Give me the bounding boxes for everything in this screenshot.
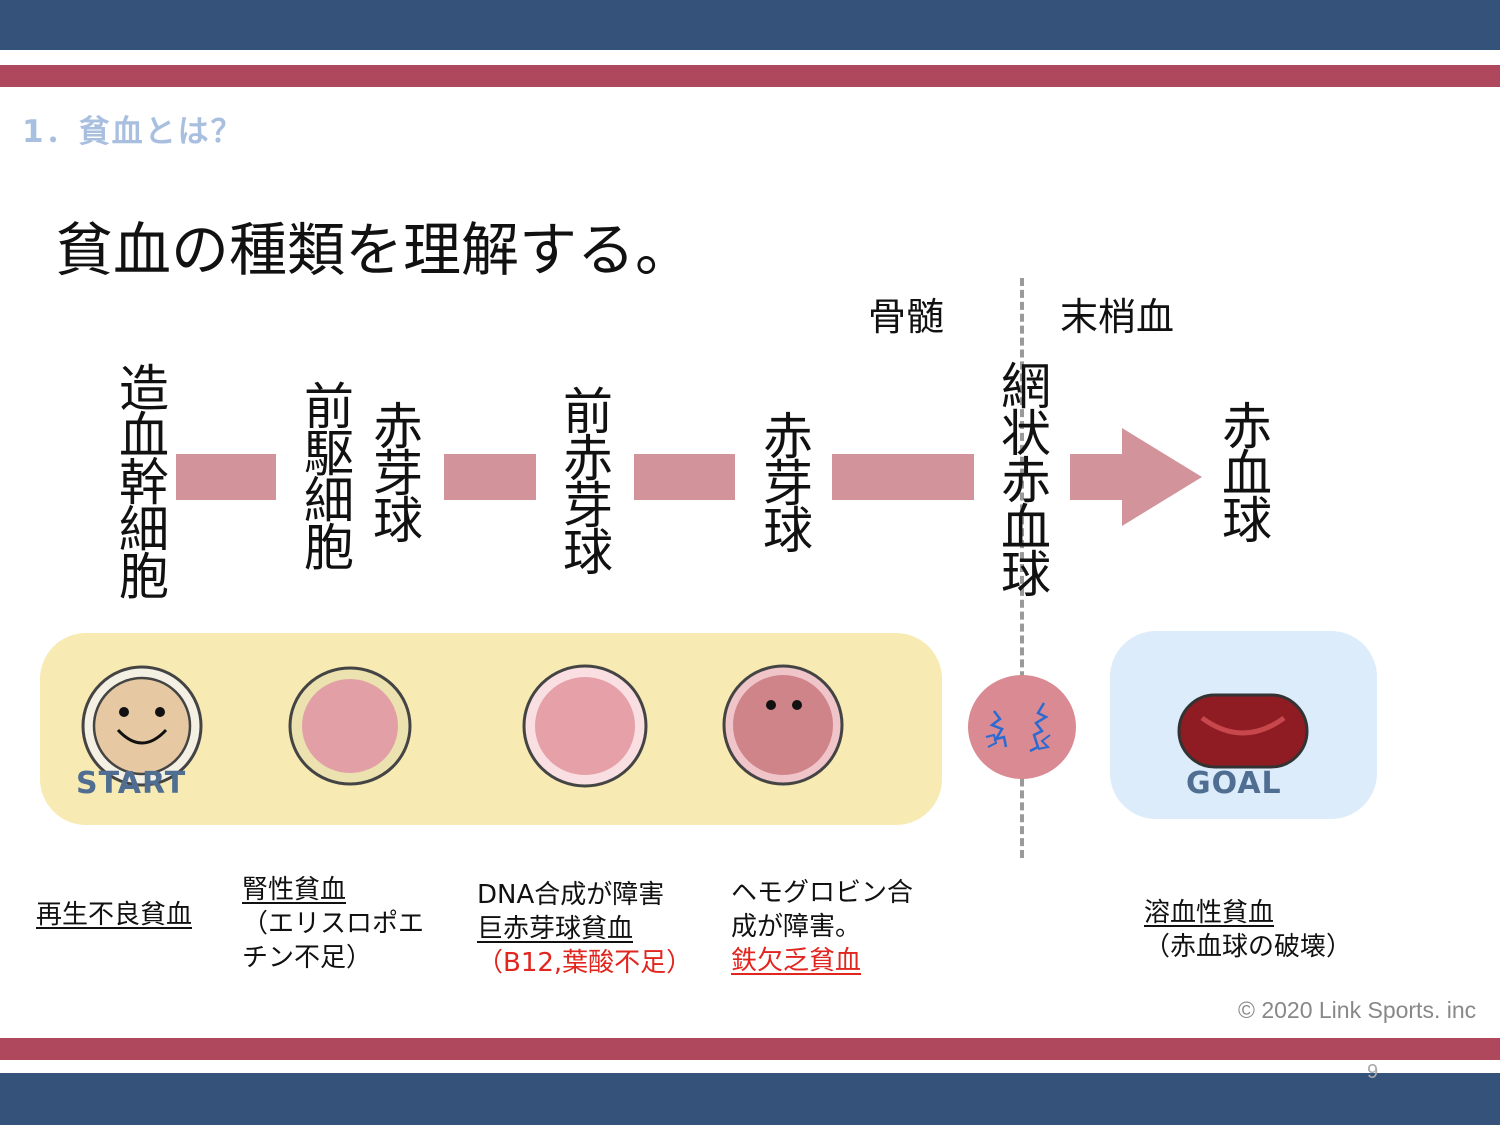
- top-crimson-band: [0, 65, 1500, 87]
- copyright-text: © 2020 Link Sports. inc: [1238, 997, 1477, 1023]
- progenitor-cell-icon: [288, 666, 412, 786]
- anemia-desc-hemolytic: 溶血性貧血 （赤血球の破壊）: [1144, 896, 1352, 964]
- start-label: START: [76, 766, 187, 801]
- stage-label-hematopoietic-stem-cell: 造血幹細胞: [111, 362, 169, 597]
- anemia-detail: （B12,葉酸不足）: [477, 948, 693, 978]
- anemia-name: 腎性貧血: [242, 875, 347, 905]
- arrow-connector-1: [176, 454, 276, 500]
- proerythroblast-cell-icon: [522, 664, 648, 788]
- region-divider: [1020, 278, 1024, 858]
- stage-label-erythroblast: 赤芽球: [755, 410, 813, 551]
- stage-label-proerythroblast: 前赤芽球: [555, 385, 613, 573]
- arrow-connector-2: [444, 454, 536, 500]
- arrow-connector-3: [634, 454, 735, 500]
- page-number: 9: [1367, 1061, 1379, 1083]
- stage-label-reticulocyte: 網状赤血球: [993, 360, 1051, 595]
- anemia-cause: 成が障害。: [731, 912, 862, 942]
- anemia-cause: DNA合成が障害: [477, 880, 665, 910]
- region-label-bone-marrow: 骨髄: [868, 295, 945, 339]
- region-label-peripheral-blood: 末梢血: [1060, 295, 1175, 339]
- top-navy-band: [0, 0, 1500, 50]
- main-title: 貧血の種類を理解する。: [55, 216, 694, 284]
- arrow-head-final: [1070, 428, 1202, 526]
- anemia-desc-aplastic: 再生不良貧血: [36, 898, 192, 932]
- anemia-desc-renal: 腎性貧血 （エリスロポエ チン不足）: [242, 873, 424, 975]
- anemia-desc-megaloblastic: DNA合成が障害 巨赤芽球貧血 （B12,葉酸不足）: [477, 878, 692, 980]
- anemia-desc-iron-deficiency: ヘモグロビン合 成が障害。 鉄欠乏貧血: [731, 876, 913, 978]
- anemia-name: 再生不良貧血: [36, 900, 193, 930]
- goal-label: GOAL: [1186, 766, 1282, 801]
- stage-label-erythroblast-progenitor: 赤芽球: [365, 400, 423, 541]
- anemia-name: 巨赤芽球貧血: [477, 914, 634, 944]
- bottom-navy-band: [0, 1073, 1500, 1125]
- stage-label-progenitor-cell: 前駆細胞: [296, 380, 354, 568]
- stage-label-red-blood-cell: 赤血球: [1214, 400, 1272, 541]
- anemia-name: 鉄欠乏貧血: [731, 946, 862, 976]
- erythroblast-cell-icon: [722, 664, 844, 786]
- reticulocyte-cell-icon: [968, 675, 1076, 779]
- red-blood-cell-icon: [1177, 693, 1309, 769]
- anemia-detail: （赤血球の破壊）: [1144, 932, 1353, 962]
- anemia-detail: （エリスロポエ: [242, 909, 425, 939]
- section-title: 1．貧血とは？: [22, 114, 244, 150]
- bottom-crimson-band: [0, 1038, 1500, 1060]
- anemia-cause: ヘモグロビン合: [731, 878, 914, 908]
- anemia-name: 溶血性貧血: [1144, 898, 1275, 928]
- arrow-connector-4: [832, 454, 974, 500]
- stem-cell-face-icon: [81, 665, 203, 787]
- anemia-detail: チン不足）: [242, 943, 373, 973]
